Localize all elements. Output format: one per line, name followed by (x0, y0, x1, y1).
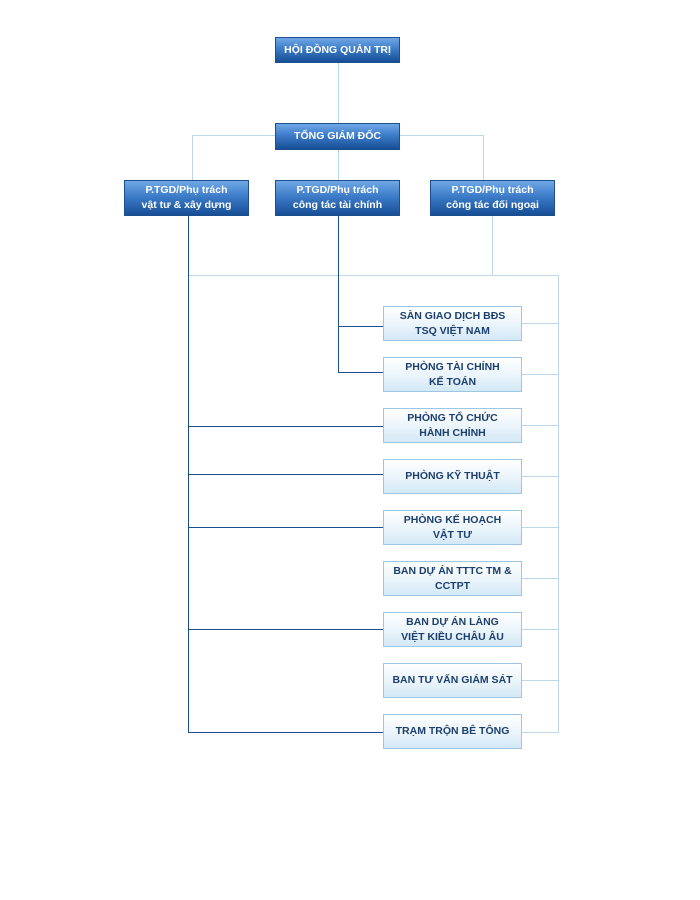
ceo-label: TỔNG GIÁM ĐỐC (294, 130, 381, 142)
dept-planning-materials: PHÒNG KẾ HOẠCH VẬT TƯ (383, 510, 522, 545)
dept-real-estate-exchange: SÀN GIAO DỊCH BĐS TSQ VIỆT NAM (383, 306, 522, 341)
dept-label-line2: VẬT TƯ (432, 528, 473, 541)
dept-label-line2: KẾ TOÁN (428, 375, 477, 388)
dept-label-line1: BAN DỰ ÁN LÀNG (406, 615, 499, 628)
dept-technical: PHÒNG KỸ THUẬT (383, 459, 522, 494)
deputy-label-line2: công tác tài chính (292, 199, 383, 211)
dept-project-european-village: BAN DỰ ÁN LÀNG VIỆT KIỀU CHÂU ÂU (383, 612, 522, 647)
deputy-construction-box: P.TGD/Phụ trách vật tư & xây dựng (124, 180, 249, 216)
dept-label-line1: BAN DỰ ÁN TTTC TM & (393, 564, 512, 577)
deputy-label-line2: vật tư & xây dựng (141, 199, 232, 211)
deputy-label-line1: P.TGD/Phụ trách (296, 184, 379, 196)
dept-label-line1: PHÒNG KỸ THUẬT (405, 470, 500, 482)
dept-label-line1: PHÒNG TÀI CHÍNH (405, 360, 500, 373)
dept-label-line2: CCTPT (435, 579, 470, 592)
dept-project-tttc: BAN DỰ ÁN TTTC TM & CCTPT (383, 561, 522, 596)
light-connectors (188, 63, 559, 733)
ceo-box: TỔNG GIÁM ĐỐC (275, 123, 400, 150)
dept-label-line2: VIỆT KIỀU CHÂU ÂU (401, 630, 504, 643)
dept-label-line1: BAN TƯ VẤN GIÁM SÁT (392, 674, 513, 686)
deputy-label-line2: công tác đối ngoại (446, 199, 539, 211)
deputy-label-line1: P.TGD/Phụ trách (145, 184, 228, 196)
deputy-finance-box: P.TGD/Phụ trách công tác tài chính (275, 180, 400, 216)
dept-finance-accounting: PHÒNG TÀI CHÍNH KẾ TOÁN (383, 357, 522, 392)
dept-concrete-station: TRẠM TRỘN BÊ TÔNG (383, 714, 522, 749)
dept-label-line2: TSQ VIỆT NAM (415, 324, 490, 337)
dept-label-line1: SÀN GIAO DỊCH BĐS (399, 309, 506, 322)
dept-label-line1: TRẠM TRỘN BÊ TÔNG (395, 725, 510, 737)
board-of-directors-box: HỘI ĐỒNG QUẢN TRỊ (275, 37, 400, 63)
deputy-label-line1: P.TGD/Phụ trách (451, 184, 534, 196)
dept-admin-hr: PHÒNG TỔ CHỨC HÀNH CHÍNH (383, 408, 522, 443)
dark-connectors (188, 216, 383, 733)
dept-label-line1: PHÒNG TỔ CHỨC (407, 411, 498, 424)
dept-supervision-consulting: BAN TƯ VẤN GIÁM SÁT (383, 663, 522, 698)
board-label: HỘI ĐỒNG QUẢN TRỊ (284, 43, 391, 56)
dept-label-line1: PHÒNG KẾ HOẠCH (403, 513, 502, 526)
dept-label-line2: HÀNH CHÍNH (419, 426, 486, 439)
deputy-foreign-affairs-box: P.TGD/Phụ trách công tác đối ngoại (430, 180, 555, 216)
